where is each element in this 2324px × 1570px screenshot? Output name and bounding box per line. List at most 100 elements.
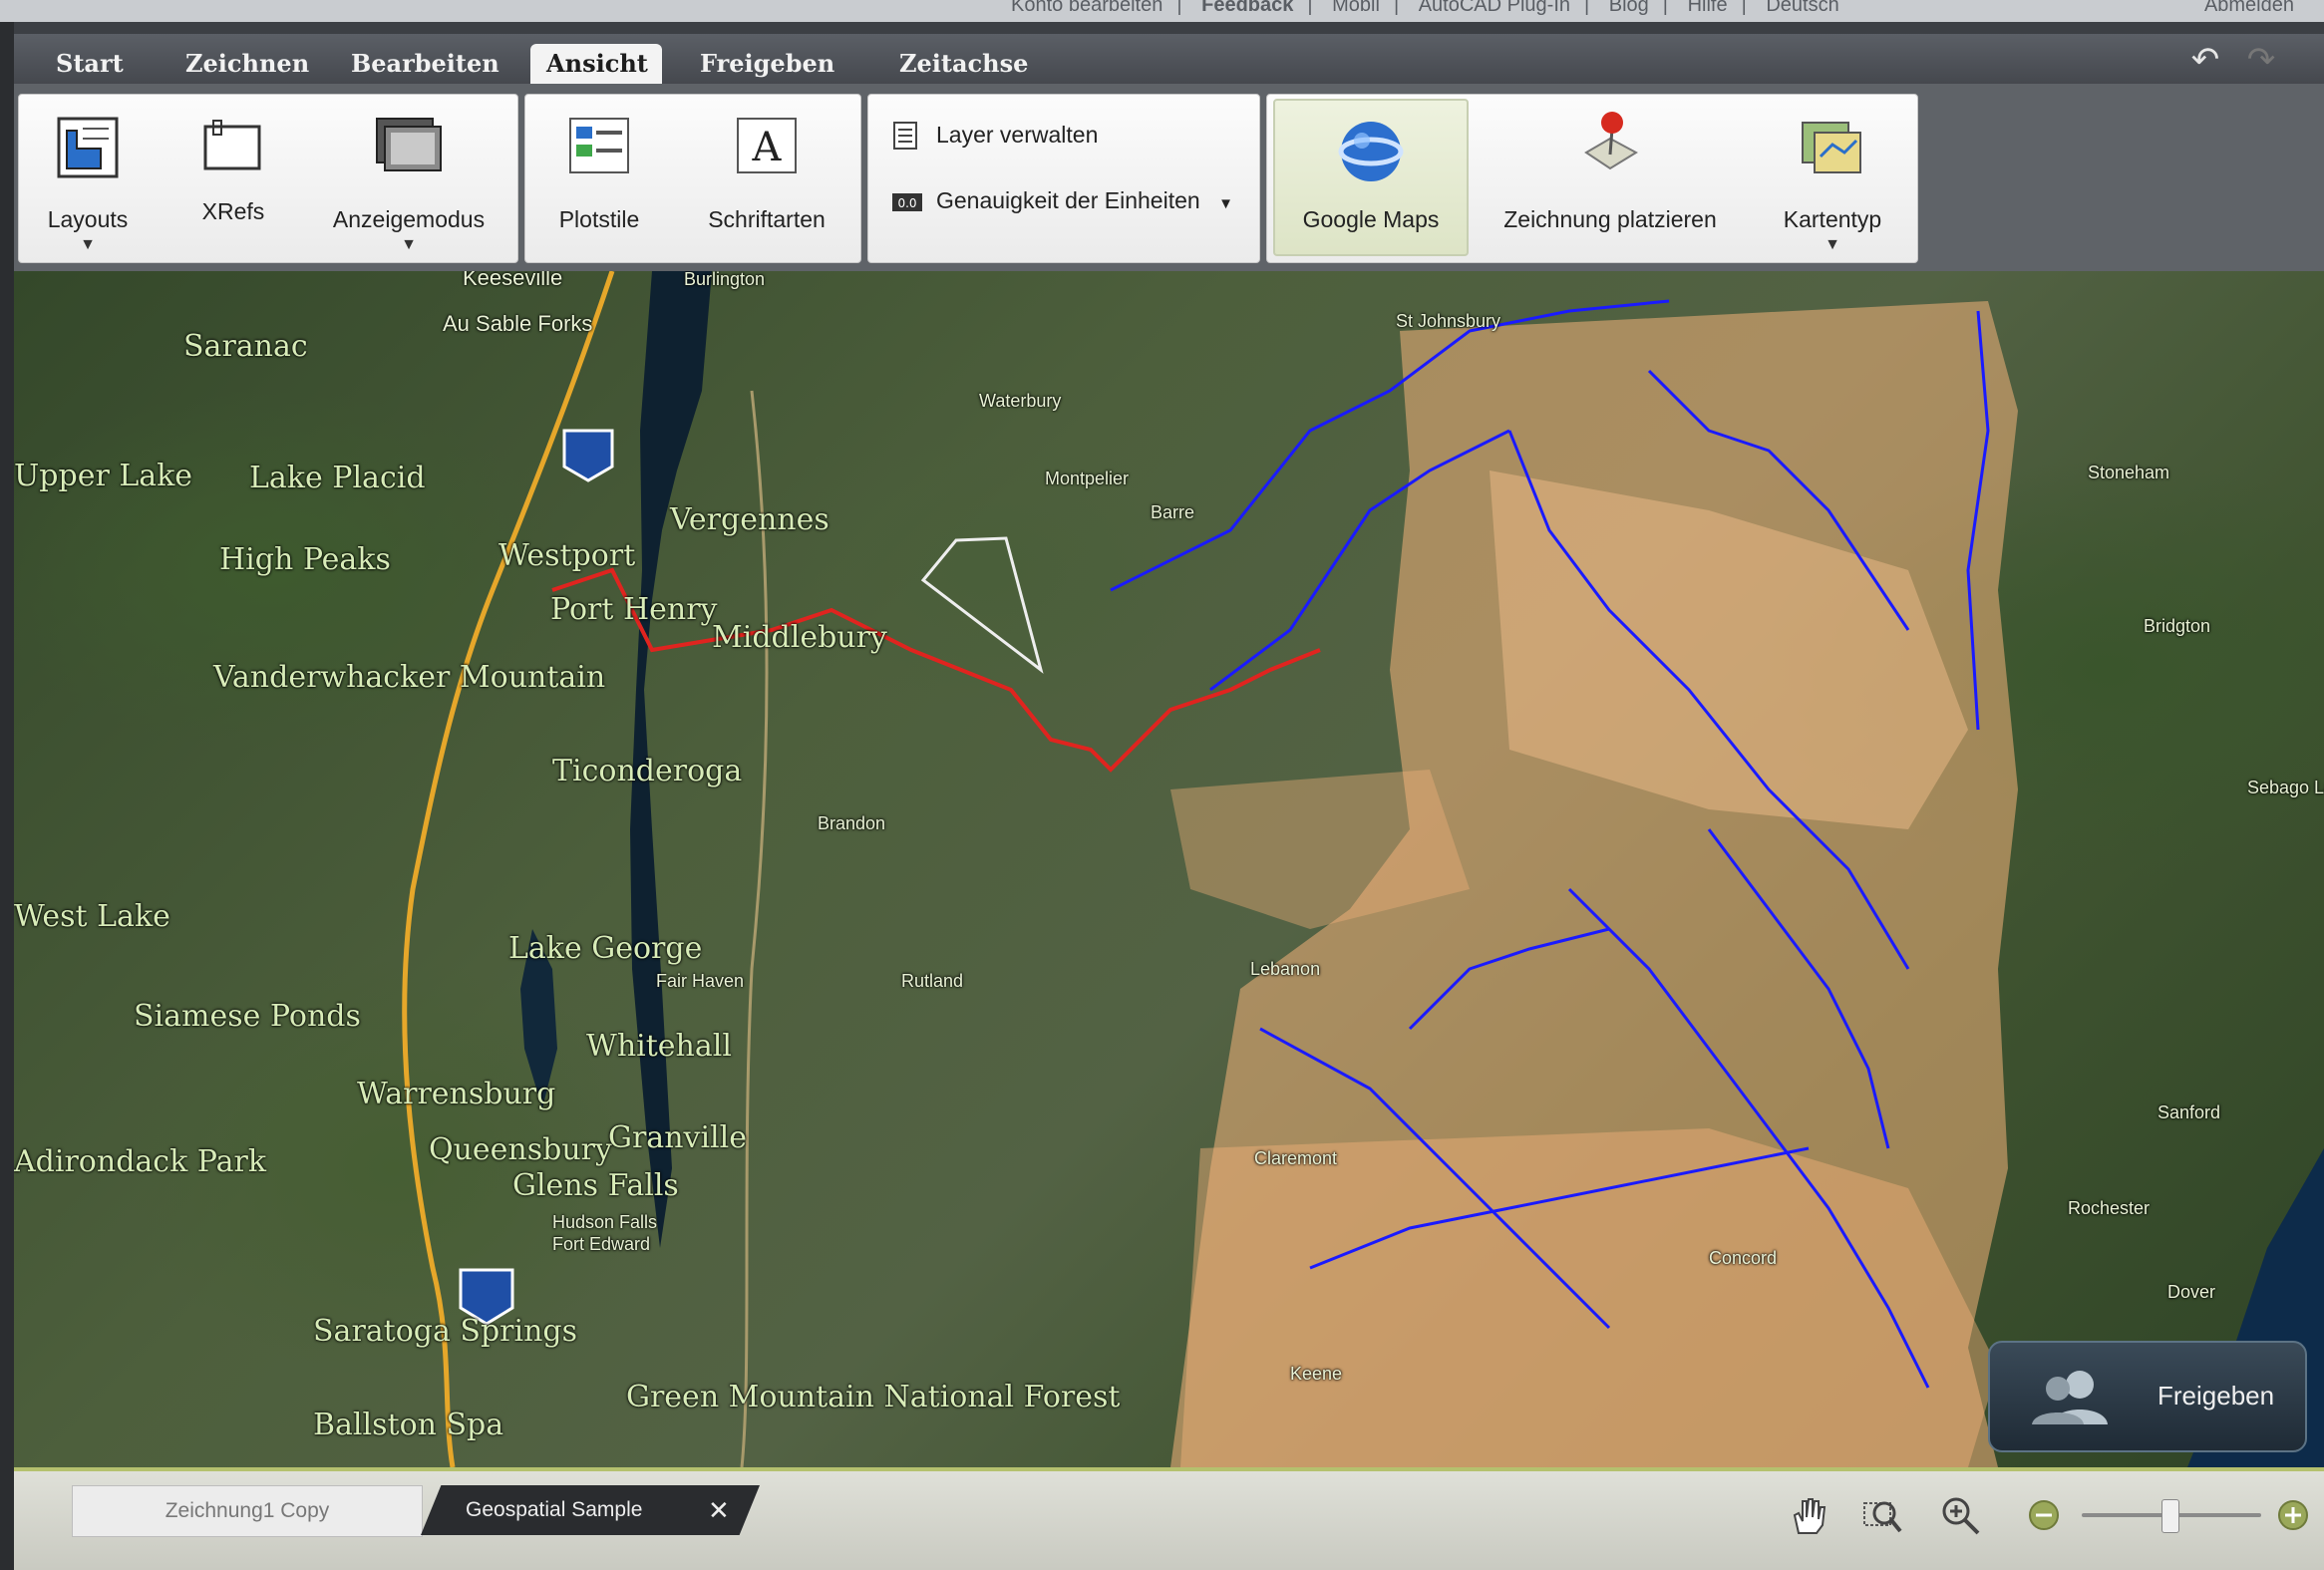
logout-link[interactable]: Abmelden — [2203, 0, 2294, 16]
google-maps-label: Google Maps — [1302, 206, 1440, 232]
close-icon[interactable]: ✕ — [708, 1495, 730, 1525]
layouts-button[interactable]: Layouts ▼ — [33, 95, 143, 260]
map-label: High Peaks — [219, 542, 391, 577]
link-plugin[interactable]: AutoCAD Plug-In — [1418, 0, 1570, 16]
xref-icon — [203, 120, 261, 170]
display-mode-icon — [376, 118, 442, 171]
map-label: Keene — [1290, 1364, 1343, 1384]
redo-icon[interactable]: ↷ — [2246, 41, 2276, 79]
zoom-plus-icon[interactable] — [2271, 1493, 2315, 1537]
red-route — [551, 567, 1321, 773]
map-label: Burlington — [684, 271, 766, 289]
link-feedback[interactable]: Feedback — [1201, 0, 1294, 16]
zoom-window-icon[interactable] — [1860, 1493, 1904, 1537]
genauigkeit-dropdown[interactable]: 0.0 Genauigkeit der Einheiten ▼ — [890, 178, 1233, 222]
menu-bar: Start Zeichnen Bearbeiten Ansicht Freige… — [14, 34, 2324, 84]
map-label: Port Henry — [550, 592, 718, 627]
map-label: Sanford — [2158, 1102, 2221, 1122]
layouts-label: Layouts — [47, 206, 129, 232]
ribbon-toolbar: Layouts ▼ XRefs Anzeigemodus ▼ — [14, 84, 2324, 271]
map-label: Fort Edward — [552, 1234, 651, 1254]
kartentyp-label: Kartentyp — [1783, 206, 1882, 232]
top-links: Konto bearbeiten| Feedback| Mobil| AutoC… — [997, 0, 1853, 17]
map-label: Waterbury — [979, 391, 1062, 411]
map-label: West Lake — [14, 899, 170, 934]
layer-verwalten-label: Layer verwalten — [936, 122, 1099, 148]
lake-champlain — [630, 271, 712, 1248]
map-label: Middlebury — [712, 620, 887, 655]
link-language[interactable]: Deutsch — [1766, 0, 1839, 16]
map-label: Queensbury — [429, 1132, 612, 1167]
map-label: Rutland — [901, 971, 964, 991]
font-icon: A — [737, 118, 797, 173]
zoom-out-icon[interactable] — [2022, 1493, 2066, 1537]
lake-george — [520, 929, 557, 1108]
map-label: Saranac — [183, 329, 308, 364]
tab-ansicht[interactable]: Ansicht — [530, 44, 662, 84]
share-button-label: Freigeben — [2158, 1381, 2275, 1411]
plotstile-button[interactable]: Plotstile — [539, 95, 659, 260]
globe-icon — [1338, 122, 1404, 181]
zoom-slider-handle[interactable] — [2161, 1499, 2179, 1533]
tab-zeitachse[interactable]: Zeitachse — [899, 49, 1029, 78]
map-label: Lake Placid — [249, 461, 426, 495]
map-label: Brandon — [818, 813, 886, 833]
map-label: Rochester — [2068, 1198, 2151, 1218]
map-canvas[interactable]: Keeseville Au Sable Forks Saranac Lake P… — [14, 271, 2324, 1467]
ribbon-group-styles: Plotstile A Schriftarten — [524, 94, 861, 263]
map-label: Bridgton — [2144, 616, 2211, 636]
zeichnung-platzieren-label: Zeichnung platzieren — [1503, 206, 1717, 232]
zoom-in-icon[interactable] — [1938, 1493, 1982, 1537]
drawing-polygon — [920, 536, 1044, 674]
map-label: Dover — [2167, 1282, 2216, 1302]
undo-icon[interactable]: ↶ — [2190, 41, 2220, 79]
map-label: Barre — [1151, 502, 1195, 522]
layer-verwalten-button[interactable]: Layer verwalten — [890, 113, 1098, 157]
interstate-shield-icon — [459, 429, 614, 1326]
tab-zeichnung1-copy[interactable]: Zeichnung1 Copy — [72, 1485, 423, 1537]
map-label: Green Mountain National Forest — [626, 1380, 1121, 1414]
plotstile-label: Plotstile — [558, 206, 640, 232]
utility-network — [1110, 299, 1990, 1389]
chevron-down-icon: ▼ — [1218, 195, 1233, 212]
link-mobil[interactable]: Mobil — [1332, 0, 1380, 16]
link-hilfe[interactable]: Hilfe — [1687, 0, 1728, 16]
map-label: Saratoga Springs — [313, 1314, 578, 1349]
map-type-icon — [1802, 122, 1861, 173]
map-label: Montpelier — [1045, 469, 1130, 488]
map-overlay — [402, 271, 2324, 1467]
genauigkeit-label: Genauigkeit der Einheiten — [936, 187, 1200, 213]
map-label: Au Sable Forks — [443, 311, 593, 336]
schriftarten-label: Schriftarten — [708, 206, 826, 232]
google-maps-button[interactable]: Google Maps — [1273, 99, 1469, 256]
map-label: Ticonderoga — [552, 754, 743, 788]
tab-zeichnen[interactable]: Zeichnen — [185, 49, 310, 78]
chevron-down-icon: ▼ — [401, 236, 417, 253]
map-label: Siamese Ponds — [134, 999, 361, 1034]
map-label: St Johnsbury — [1396, 311, 1501, 331]
xrefs-button[interactable]: XRefs — [188, 95, 278, 260]
link-konto[interactable]: Konto bearbeiten — [1011, 0, 1163, 16]
tab-bearbeiten[interactable]: Bearbeiten — [351, 49, 499, 78]
map-label: Granville — [608, 1120, 747, 1155]
map-label: Vanderwhacker Mountain — [213, 660, 606, 695]
anzeigemodus-button[interactable]: Anzeigemodus ▼ — [322, 95, 496, 260]
tab-freigeben[interactable]: Freigeben — [700, 49, 835, 78]
highway-route7 — [740, 390, 769, 1467]
tab-geospatial-sample[interactable]: Geospatial Sample ✕ — [421, 1485, 760, 1535]
map-label: Concord — [1709, 1248, 1778, 1268]
schriftarten-button[interactable]: A Schriftarten — [693, 95, 840, 260]
link-blog[interactable]: Blog — [1608, 0, 1649, 16]
share-button[interactable]: Freigeben — [1988, 1341, 2307, 1452]
map-label: Glens Falls — [512, 1168, 679, 1203]
zeichnung-platzieren-button[interactable]: Zeichnung platzieren — [1489, 95, 1732, 260]
tab-start[interactable]: Start — [56, 49, 124, 78]
map-label: Hudson Falls — [552, 1212, 658, 1232]
map-label: Westport — [498, 538, 636, 573]
map-label: Claremont — [1254, 1148, 1338, 1168]
kartentyp-button[interactable]: Kartentyp ▼ — [1766, 95, 1899, 260]
svg-text:0.0: 0.0 — [897, 196, 916, 210]
pan-hand-icon[interactable] — [1787, 1493, 1830, 1537]
map-label: Warrensburg — [357, 1077, 556, 1111]
top-link-strip: Konto bearbeiten| Feedback| Mobil| AutoC… — [0, 0, 2324, 22]
